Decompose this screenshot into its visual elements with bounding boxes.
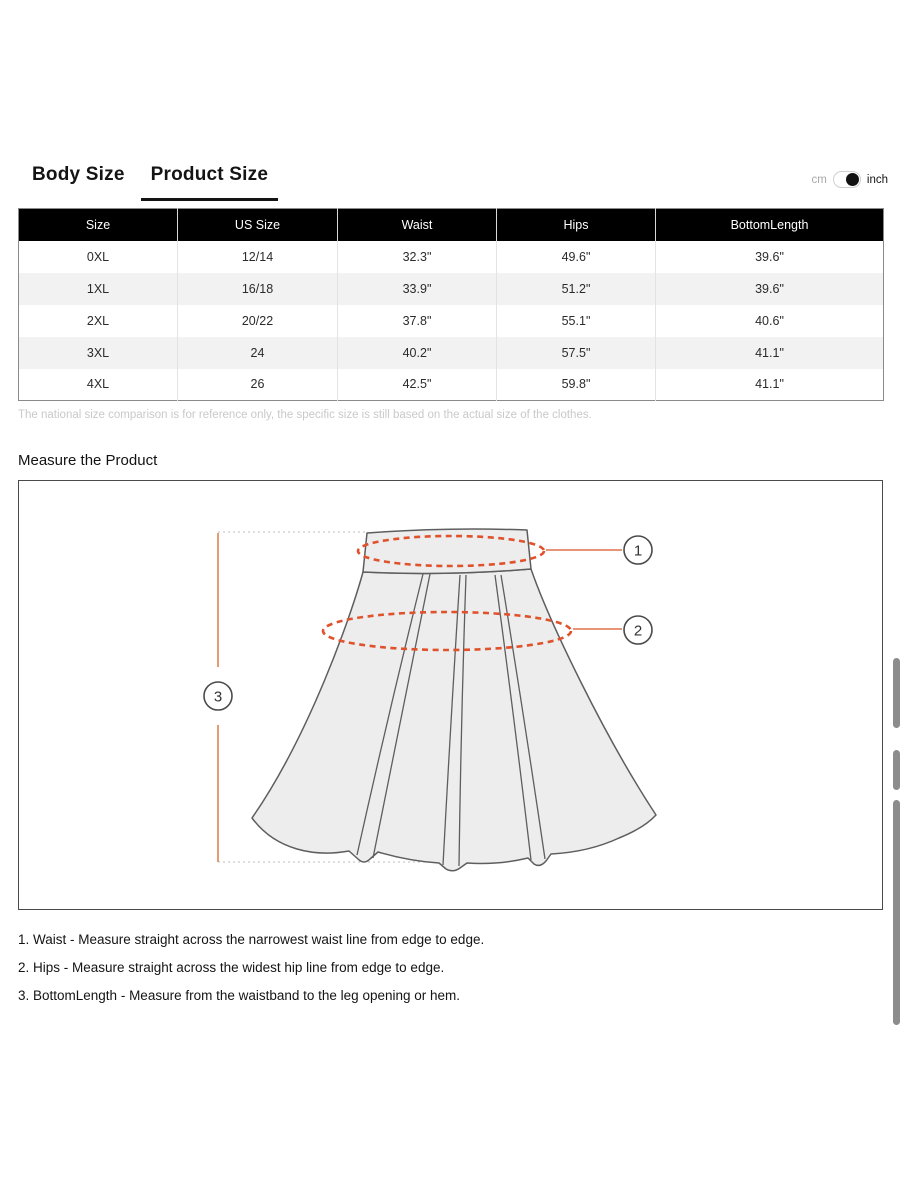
table-cell: 42.5" (337, 368, 497, 401)
scrollbar-thumb-segment[interactable] (893, 750, 900, 790)
table-cell: 4XL (18, 368, 178, 401)
callout-2-badge: 2 (623, 615, 653, 645)
skirt-body (251, 568, 657, 872)
table-cell: 39.6" (755, 281, 784, 296)
unit-toggle-switch[interactable] (832, 171, 861, 188)
table-cell: 41.1" (755, 377, 784, 392)
hips-measure-ellipse (321, 610, 573, 652)
unit-toggle: cm inch (812, 171, 888, 188)
table-cell: 33.9" (337, 272, 497, 305)
table-cell: 49.6" (496, 240, 656, 273)
table-cell: 26 (177, 368, 338, 401)
table-cell: 40.6" (755, 313, 784, 328)
table-cell: 40.2" (337, 336, 497, 369)
inch-label[interactable]: inch (866, 173, 888, 186)
scrollbar-thumb-segment[interactable] (893, 658, 900, 728)
instruction-hips: 2. Hips - Measure straight across the wi… (18, 960, 445, 975)
callout-2-number: 2 (634, 623, 642, 640)
size-tabs: Body Size Product Size (32, 164, 279, 201)
table-cell: 20/22 (177, 304, 338, 337)
scrollbar-thumb-segment[interactable] (893, 800, 900, 1025)
column-header: BottomLength (655, 208, 884, 241)
measurement-diagram: 1 2 3 (18, 480, 883, 910)
table-cell: 59.8" (496, 368, 656, 401)
instruction-waist: 1. Waist - Measure straight across the n… (18, 932, 485, 947)
callout-3-badge: 3 (203, 681, 233, 711)
table-cell: 24 (177, 336, 338, 369)
table-cell: 41.1" (755, 345, 784, 360)
callout-1-number: 1 (634, 543, 642, 560)
column-header: Size (18, 208, 178, 241)
table-cell: 51.2" (496, 272, 656, 305)
table-cell: 3XL (18, 336, 178, 369)
table-cell: 32.3" (337, 240, 497, 273)
measure-instructions: 1. Waist - Measure straight across the n… (18, 926, 484, 1010)
cm-label[interactable]: cm (811, 173, 827, 186)
tab-body-size[interactable]: Body Size (32, 164, 125, 185)
callout-3-number: 3 (214, 689, 222, 706)
column-header: Hips (496, 208, 656, 241)
skirt-sketch: 1 2 3 (203, 528, 657, 872)
toggle-knob-icon (845, 173, 859, 186)
table-cell: 39.6" (755, 249, 784, 264)
table-cell: 2XL (18, 304, 178, 337)
table-cell: 1XL (18, 272, 178, 305)
table-cell: 55.1" (496, 304, 656, 337)
table-cell: 57.5" (496, 336, 656, 369)
column-header: Waist (337, 208, 497, 241)
table-cell: 37.8" (337, 304, 497, 337)
table-cell: 12/14 (177, 240, 338, 273)
tab-product-size[interactable]: Product Size (140, 164, 279, 201)
table-cell: 16/18 (177, 272, 338, 305)
column-header: US Size (177, 208, 338, 241)
callout-1-badge: 1 (623, 535, 653, 565)
measure-section-title: Measure the Product (18, 452, 158, 469)
instruction-bottomlength: 3. BottomLength - Measure from the waist… (18, 988, 461, 1003)
waist-measure-ellipse (356, 534, 546, 568)
skirt-waistband (362, 528, 532, 575)
table-cell: 0XL (18, 240, 178, 273)
reference-note: The national size comparison is for refe… (18, 409, 592, 421)
